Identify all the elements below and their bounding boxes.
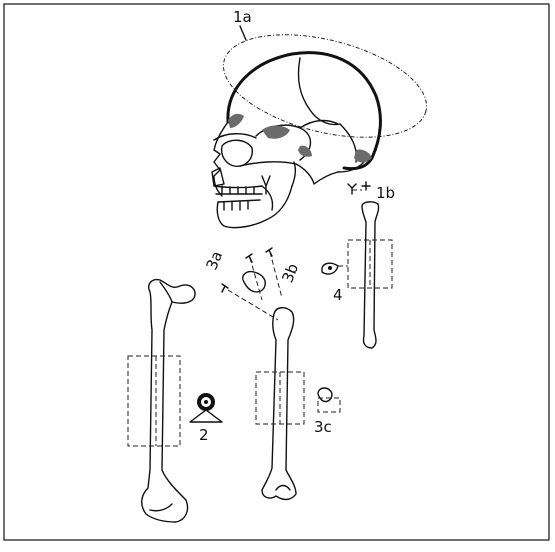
humerus bbox=[222, 248, 340, 500]
label-3c: 3c bbox=[314, 418, 332, 436]
skull-base-measure bbox=[348, 182, 370, 194]
label-1a: 1a bbox=[233, 8, 252, 26]
fibula bbox=[322, 202, 392, 348]
femur bbox=[128, 280, 222, 522]
skull bbox=[212, 16, 437, 227]
label-3a: 3a bbox=[202, 248, 226, 272]
label-2: 2 bbox=[199, 426, 209, 444]
label-3b: 3b bbox=[278, 261, 302, 285]
label-4: 4 bbox=[333, 286, 343, 304]
label-1b: 1b bbox=[376, 184, 395, 202]
